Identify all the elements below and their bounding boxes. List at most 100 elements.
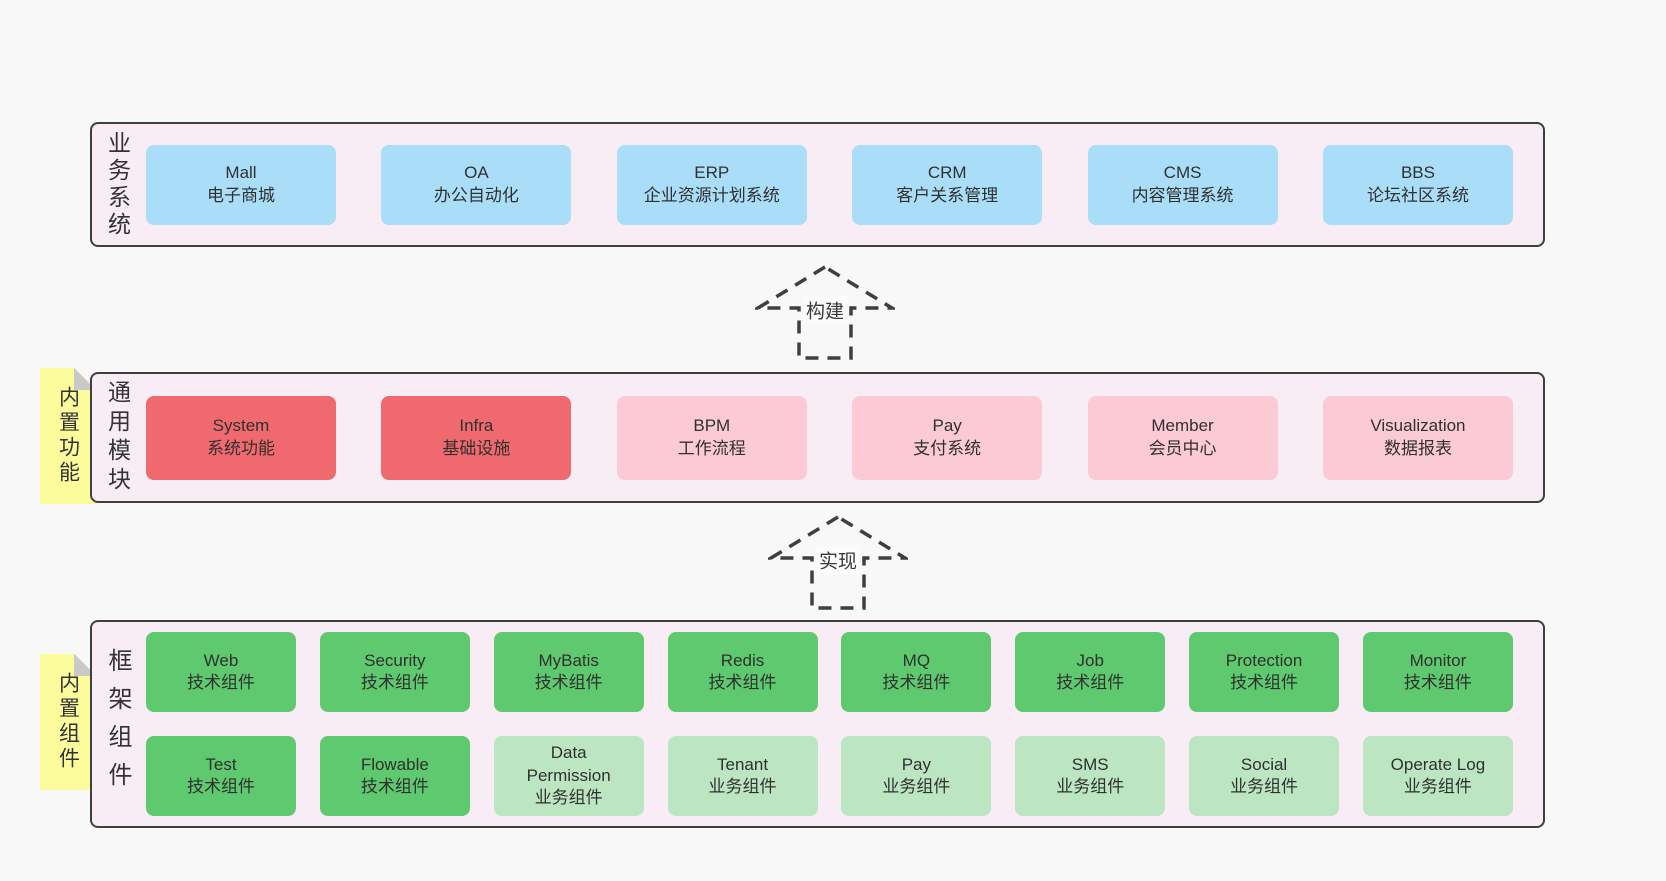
implement-arrow: 实现 [768,514,908,611]
box-subtitle: 技术组件 [187,673,255,692]
box-subtitle: 客户关系管理 [896,185,999,205]
box-title: Job [1076,650,1104,670]
box-subtitle: 技术组件 [360,673,429,692]
box-title: CMS [1163,163,1202,183]
box-title: Social [1240,754,1288,774]
implement-arrow-label: 实现 [815,545,861,575]
module-box-web: Web 技术组件 [146,632,296,712]
module-box-sms: SMS 业务组件 [1015,736,1166,816]
box-title: Operate Log [1390,754,1486,774]
sticky-note-label: 内置功能 [56,386,80,486]
layer-label-business-systems: 业务系统 [104,130,131,239]
box-title: Tenant [717,754,769,774]
module-box-monitor: Monitor 技术组件 [1362,632,1513,712]
sticky-note-label: 内置组件 [56,672,80,772]
box-title: Data Permission [526,743,611,785]
box-title: Pay [901,754,932,774]
box-title: Security [364,650,426,670]
box-title: Protection [1225,650,1303,670]
box-title: BPM [693,416,731,436]
box-title: System [212,416,270,436]
box-title: ERP [694,163,730,183]
box-subtitle: 技术组件 [1056,673,1125,692]
box-subtitle: 工作流程 [677,438,746,458]
box-subtitle: 办公自动化 [433,185,519,205]
module-box-data-permission: Data Permission 业务组件 [493,736,644,816]
build-arrow: 构建 [755,264,895,361]
box-title: MQ [902,650,931,670]
box-subtitle: 技术组件 [1403,673,1472,692]
box-title: Member [1151,416,1214,436]
box-title: Flowable [360,754,429,774]
box-title: Mall [225,163,257,183]
box-title: Pay [932,416,962,436]
box-subtitle: 业务组件 [1230,777,1299,796]
box-subtitle: 技术组件 [534,673,603,692]
box-title: BBS [1400,163,1435,183]
box-subtitle: 系统功能 [207,438,275,458]
module-box-protection: Protection 技术组件 [1189,632,1340,712]
box-subtitle: 数据报表 [1383,438,1452,458]
box-title: Visualization [1370,416,1466,436]
box-title: CRM [927,163,967,183]
box-subtitle: 业务组件 [1056,777,1125,796]
box-subtitle: 会员中心 [1148,438,1217,458]
box-subtitle: 技术组件 [708,673,777,692]
box-title: Web [203,650,239,670]
module-box-social: Social 业务组件 [1189,736,1340,816]
module-box-security: Security 技术组件 [319,632,470,712]
box-subtitle: 论坛社区系统 [1366,185,1469,205]
box-title: SMS [1071,754,1109,774]
build-arrow-label: 构建 [802,295,848,325]
box-subtitle: 业务组件 [708,777,777,796]
module-box-flowable: Flowable 技术组件 [319,736,470,816]
box-subtitle: 基础设施 [442,438,511,458]
box-subtitle: 电子商城 [207,185,275,205]
box-title: Test [205,754,237,774]
box-subtitle: 业务组件 [534,788,603,808]
box-subtitle: 内容管理系统 [1131,185,1234,205]
module-box-operate-log: Operate Log 业务组件 [1362,736,1513,816]
box-subtitle: 技术组件 [360,777,429,796]
box-subtitle: 企业资源计划系统 [643,185,780,205]
module-box-tenant: Tenant 业务组件 [667,736,818,816]
sticky-note-builtin-features: 内置功能 [40,368,96,504]
layer-label-framework-components: 框架组件 [104,648,131,800]
module-box-mq: MQ 技术组件 [841,632,992,712]
box-subtitle: 技术组件 [1230,673,1299,692]
box-title: Monitor [1409,650,1467,670]
box-subtitle: 支付系统 [913,438,982,458]
module-box-test: Test 技术组件 [146,736,296,816]
layer-label-common-modules: 通用模块 [104,379,131,496]
box-subtitle: 业务组件 [1403,777,1472,796]
box-title: OA [464,163,489,183]
box-subtitle: 业务组件 [882,777,951,796]
box-subtitle: 技术组件 [187,777,255,796]
module-box-pay: Pay 业务组件 [841,736,992,816]
box-subtitle: 技术组件 [882,673,951,692]
